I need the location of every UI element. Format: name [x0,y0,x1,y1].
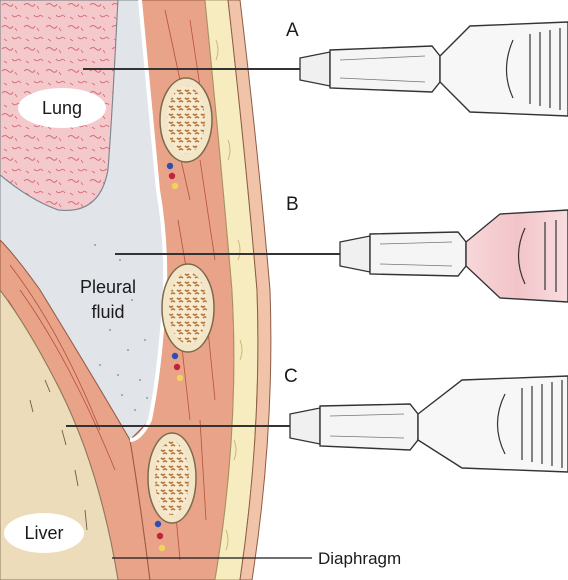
needle-b-hub [340,236,370,272]
lung-label: Lung [42,98,82,118]
rib-upper [160,78,212,162]
rib-middle [162,264,214,352]
needle-a-letter: A [286,20,299,41]
syringe-c-barrel [418,376,568,472]
rib-lower [148,433,196,523]
liver-label: Liver [24,523,63,543]
syringe-a-barrel [440,22,568,116]
syringe-b-barrel-fluid [466,210,568,302]
needle-b-letter: B [286,194,299,215]
needle-c-letter: C [284,366,298,387]
diaphragm-label: Diaphragm [318,549,401,568]
needle-a-hub [300,52,330,86]
pleural-fluid-label-1: Pleural [80,277,136,297]
pleural-fluid-label-2: fluid [91,302,124,322]
needle-c-hub [290,408,320,444]
